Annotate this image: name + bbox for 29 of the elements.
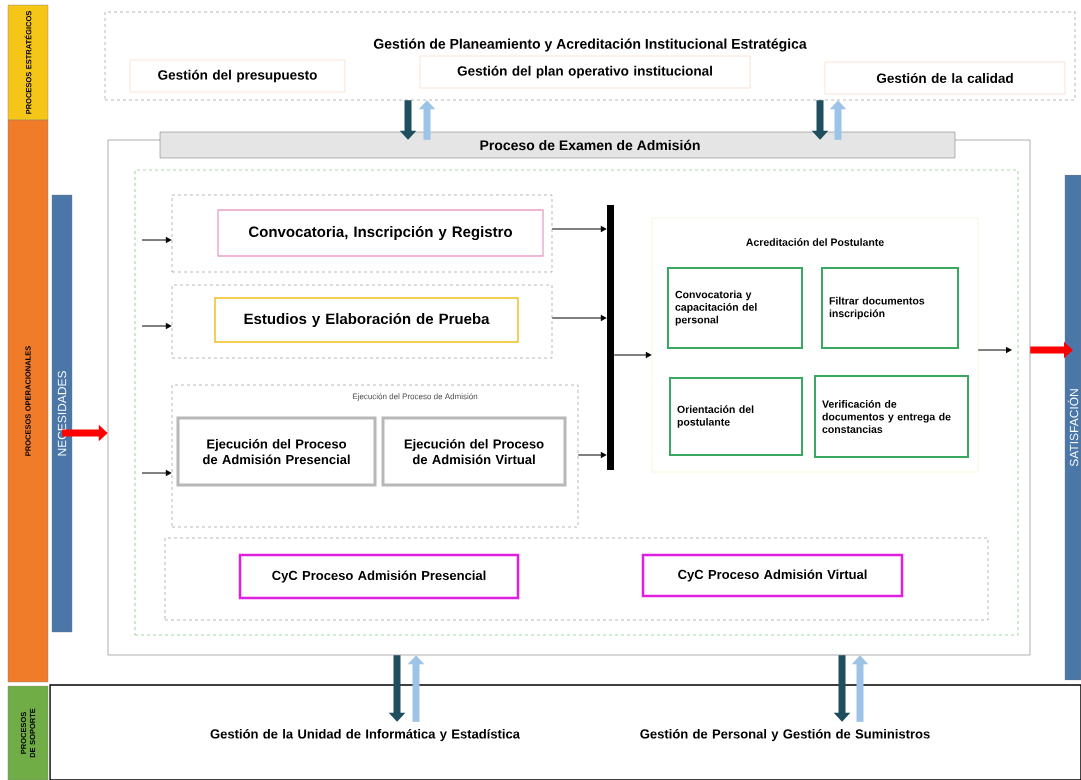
process-label: Gestión de Personal y Gestión de Suministros — [640, 728, 930, 742]
arrow — [551, 226, 607, 232]
arrow — [141, 470, 172, 476]
process-box: Estudios y Elaboración de Prueba — [214, 297, 519, 343]
process-box: Gestión de la calidad — [824, 61, 1066, 95]
group-box — [171, 194, 553, 273]
group-box — [164, 537, 989, 621]
process-box: Filtrar documentos inscripción — [821, 267, 959, 349]
vertical-bar: SATISFACIÓN — [1064, 174, 1081, 681]
process-box: CyC Proceso Admisión Virtual — [641, 553, 904, 598]
arrow — [977, 347, 1012, 353]
process-box: CyC Proceso Admisión Presencial — [238, 553, 520, 600]
arrow — [613, 352, 652, 358]
process-box: Ejecución del Proceso de Admisión Presencial — [176, 416, 377, 487]
process-box: Convocatoria y capacitación del personal — [667, 267, 803, 349]
process-box: Ejecución del Proceso de Admisión Virtual — [381, 416, 567, 487]
process-box: Verificación de documentos y entrega de constancias — [814, 375, 969, 458]
process-box: Convocatoria, Inscripción y Registro — [217, 209, 544, 257]
process-label: Gestión de la Unidad de Informática y Estadística — [210, 728, 521, 742]
vertical-bar: NECESIDADES — [51, 194, 73, 633]
arrow — [551, 315, 607, 321]
process-box: Gestión del presupuesto — [129, 59, 346, 93]
arrow — [141, 237, 172, 243]
process-box: Gestión del plan operativo institucional — [419, 55, 751, 89]
group-box — [171, 284, 553, 359]
arrow — [141, 323, 172, 329]
support-band — [49, 684, 1081, 780]
process-box: Orientación del postulante — [669, 377, 803, 456]
arrow — [577, 452, 607, 458]
